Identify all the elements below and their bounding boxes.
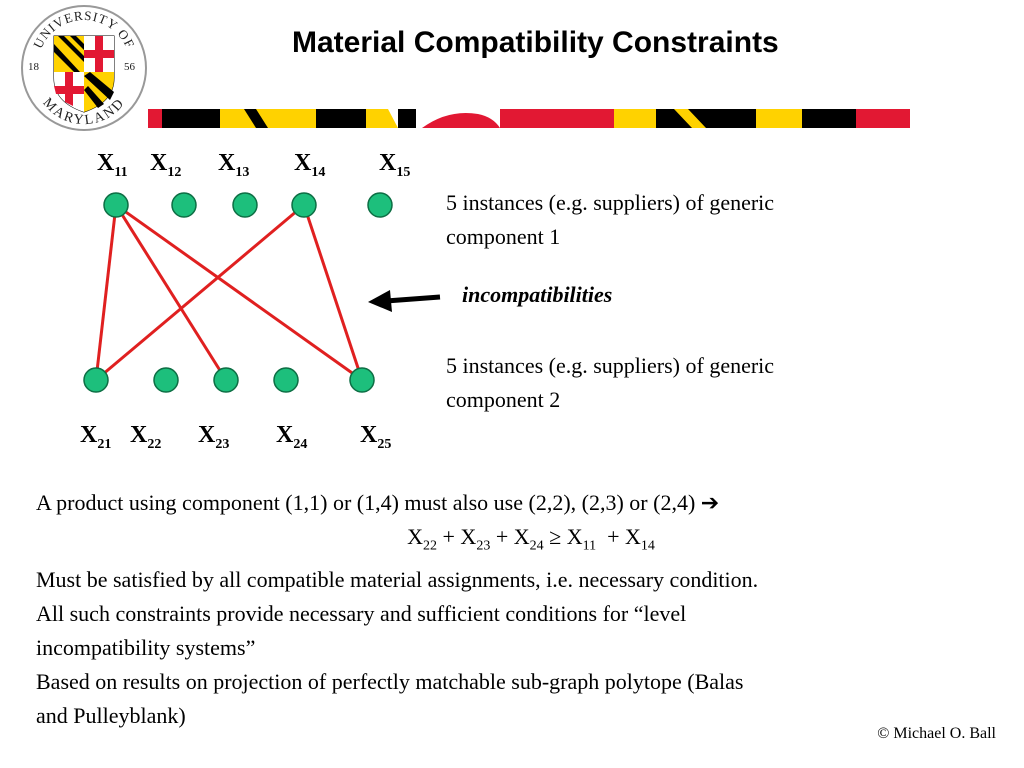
maryland-stripe-decoration [148,109,910,128]
label-x11: X11 [97,150,128,180]
node-x11 [103,192,129,218]
edge-x11-x25 [115,203,363,382]
edge-x14-x25 [302,204,364,381]
label-x12: X12 [150,150,182,180]
component1-line1: 5 instances (e.g. suppliers) of generic [446,190,775,215]
node-x25 [349,367,375,393]
component2-line1: 5 instances (e.g. suppliers) of generic [446,353,775,378]
node-x13 [232,192,258,218]
node-x24 [273,367,299,393]
edge-x11-x21 [94,204,118,381]
copyright: © Michael O. Ball [877,725,996,742]
label-x14: X14 [294,150,326,180]
node-x14 [291,192,317,218]
body-line-7: and Pulleyblank) [36,703,186,729]
page-title: Material Compatibility Constraints [292,26,779,59]
body-text: A product using component (1,1) or (1,4)… [36,486,996,733]
logo-year-left: 18 [28,61,40,73]
node-x15 [367,192,393,218]
label-x22: X22 [130,422,162,452]
component2-line2: component 2 [446,387,561,412]
label-x15: X15 [379,150,411,180]
body-line-3: Must be satisfied by all compatible mate… [36,567,759,593]
logo-year-right: 56 [124,61,136,73]
label-x25: X25 [360,422,392,452]
body-line-6: Based on results on projection of perfec… [36,669,744,695]
university-logo: UNIVERSITY OF MARYLAND 18 56 [21,5,147,131]
edge-x11-x23 [114,204,228,381]
maryland-flag-shield-icon [53,35,115,113]
label-x13: X13 [218,150,250,180]
constraint-equation: X22 + X23 + X24 ≥ X11 + X14 [407,524,655,554]
body-line-4: All such constraints provide necessary a… [36,601,687,627]
label-x21: X21 [80,422,112,452]
component1-description: 5 instances (e.g. suppliers) of generic … [446,186,774,254]
implies-arrow-icon: ➔ [700,490,720,515]
node-x12 [171,192,197,218]
node-x23 [213,367,239,393]
incompatibilities-label: incompatibilities [462,282,613,307]
component1-line2: component 1 [446,224,561,249]
body-line-1: A product using component (1,1) or (1,4)… [36,490,720,515]
arrow-left-icon [368,290,441,312]
node-x22 [153,367,179,393]
component2-description: 5 instances (e.g. suppliers) of generic … [446,349,774,417]
label-x24: X24 [276,422,308,452]
label-x23: X23 [198,422,230,452]
node-x21 [83,367,109,393]
edge-x14-x21 [95,203,305,382]
body-line-5: incompatibility systems” [36,635,256,661]
